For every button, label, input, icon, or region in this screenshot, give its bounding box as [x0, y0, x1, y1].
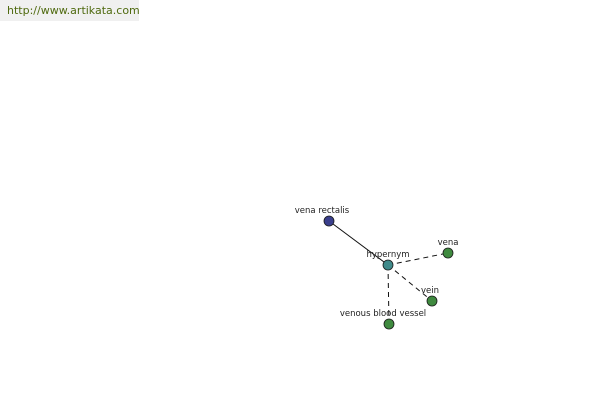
node-vena[interactable]: vena — [438, 238, 459, 259]
node-label-vein: vein — [421, 286, 439, 296]
node-circle-venous-blood-vessel[interactable] — [383, 318, 395, 330]
node-vein[interactable]: vein — [421, 286, 439, 307]
edge-hypernym-to-vein — [387, 264, 433, 302]
graph-edges — [328, 220, 449, 325]
graph-nodes: vena rectalis hypernym vena vein venous bloo… — [295, 206, 459, 330]
edge-hypernym-to-vena — [387, 252, 449, 266]
url-banner: http://www.artikata.com — [0, 0, 140, 21]
site-url-link[interactable]: http://www.artikata.com — [7, 4, 140, 17]
node-hypernym[interactable]: hypernym — [366, 250, 410, 271]
node-circle-vein[interactable] — [426, 295, 438, 307]
node-vena-rectalis[interactable]: vena rectalis — [295, 206, 350, 227]
node-circle-vena-rectalis[interactable] — [323, 215, 335, 227]
node-label-venous-blood-vessel: venous blood vessel — [340, 309, 426, 319]
node-label-vena-rectalis: vena rectalis — [295, 206, 350, 216]
edge-hypernym-to-venous-blood-vessel — [387, 264, 390, 325]
node-venous-blood-vessel[interactable]: venous blood vessel — [340, 309, 426, 330]
edge-vena-rectalis-to-hypernym — [328, 220, 389, 266]
node-circle-hypernym[interactable] — [382, 259, 394, 271]
node-label-vena: vena — [438, 238, 459, 248]
node-circle-vena[interactable] — [442, 247, 454, 259]
node-label-hypernym: hypernym — [366, 250, 409, 260]
